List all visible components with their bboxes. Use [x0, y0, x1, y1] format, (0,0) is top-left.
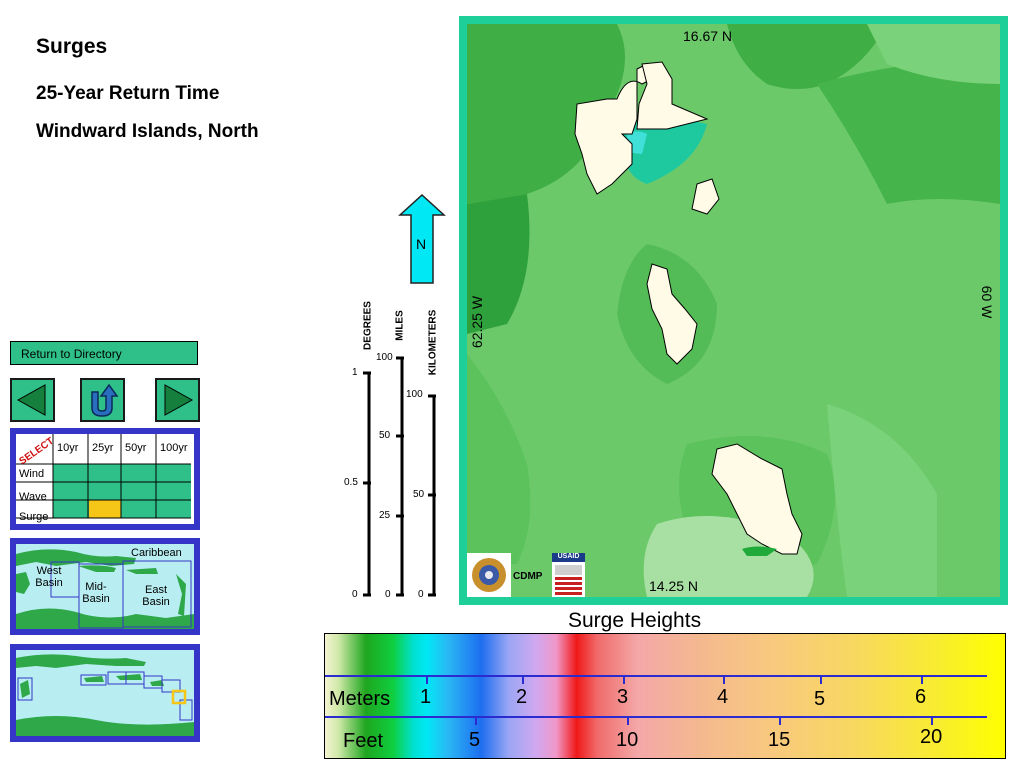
region-map[interactable]: [16, 650, 194, 736]
north-arrow-icon: [398, 193, 446, 284]
meter-value-5: 5: [814, 688, 826, 710]
caribbean-label: Caribbean: [131, 547, 182, 559]
up-button[interactable]: [80, 378, 125, 422]
north-latitude-label: 16.67 N: [683, 28, 733, 44]
degrees-tick-0-5: 0.5: [344, 477, 358, 488]
u-turn-arrow-icon: [91, 383, 119, 417]
usaid-logo-icon: USAID: [552, 553, 585, 597]
miles-scale-label: MILES: [394, 310, 406, 341]
basin-map-graphic: [16, 549, 194, 629]
north-arrow-label: N: [416, 236, 427, 252]
meter-value-4: 4: [717, 686, 729, 708]
right-triangle-icon: [164, 384, 194, 416]
return-to-directory-button[interactable]: Return to Directory: [10, 341, 198, 365]
meter-tick-2: [522, 675, 524, 684]
select-grid: SELECT 10yr 25yr 50yr 100yr Wind Wave Su…: [16, 434, 194, 524]
degrees-tick-1: 1: [352, 367, 358, 378]
meter-tick-6: [921, 675, 923, 684]
column-100yr[interactable]: 100yr: [160, 442, 188, 454]
basin-map[interactable]: Caribbean West Basin Mid-Basin East Basi…: [16, 544, 194, 629]
feet-scale-line: [325, 716, 987, 718]
east-longitude-label: 60 W: [979, 285, 995, 319]
feet-value-15: 15: [768, 729, 791, 751]
surge-map[interactable]: 16.67 N 14.25 N 62.25 W 60 W CDMP USAID: [459, 16, 1008, 605]
usaid-label: USAID: [557, 553, 580, 560]
surge-height-legend: Meters 1 2 3 4 5 6 Feet 5 10 15 20: [324, 633, 1006, 759]
meter-tick-1: [426, 675, 428, 684]
column-10yr[interactable]: 10yr: [57, 442, 79, 454]
east-basin-label: East Basin: [142, 584, 170, 608]
scale-bars-graphic: [363, 356, 436, 597]
select-panel: SELECT 10yr 25yr 50yr 100yr Wind Wave Su…: [10, 428, 200, 530]
feet-value-20: 20: [920, 726, 943, 748]
miles-tick-100: 100: [376, 352, 393, 363]
meter-tick-3: [623, 675, 625, 684]
feet-value-10: 10: [616, 729, 639, 751]
miles-scale-label-wrap: MILES: [393, 308, 407, 348]
kilometers-tick-0: 0: [418, 589, 424, 600]
next-button[interactable]: [155, 378, 200, 422]
south-latitude-label: 14.25 N: [649, 578, 699, 594]
meters-scale-line: [325, 675, 987, 677]
row-wind[interactable]: Wind: [19, 468, 45, 480]
degrees-tick-0: 0: [352, 589, 358, 600]
feet-tick-15: [779, 716, 781, 725]
kilometers-tick-50: 50: [413, 489, 425, 500]
meter-value-2: 2: [516, 686, 528, 708]
row-surge[interactable]: Surge: [19, 511, 49, 523]
usaid-logo-graphic: [552, 553, 585, 595]
meter-value-6: 6: [915, 686, 927, 708]
selected-cell[interactable]: [89, 500, 121, 518]
kilometers-tick-100: 100: [406, 389, 423, 400]
row-wave[interactable]: Wave: [19, 491, 47, 503]
oas-logo-icon: [467, 553, 511, 597]
surge-map-graphic: [467, 24, 1000, 597]
region-map-graphic: [16, 654, 194, 736]
west-longitude-label: 62.25 W: [469, 295, 485, 349]
miles-tick-25: 25: [379, 510, 391, 521]
select-grid-lines: [16, 434, 191, 519]
mid-basin-label: Mid-Basin: [82, 581, 110, 605]
degrees-scale-label-wrap: DEGREES: [361, 298, 375, 358]
meter-tick-5: [820, 675, 822, 684]
miles-tick-0: 0: [385, 589, 391, 600]
meters-label: Meters: [329, 688, 391, 710]
feet-tick-20: [931, 716, 933, 725]
feet-tick-5: [475, 716, 477, 725]
left-triangle-icon: [16, 384, 46, 416]
feet-label: Feet: [343, 730, 384, 752]
feet-tick-10: [627, 716, 629, 725]
miles-tick-50: 50: [379, 430, 391, 441]
meter-tick-4: [723, 675, 725, 684]
column-25yr[interactable]: 25yr: [92, 442, 114, 454]
west-basin-label: West Basin: [35, 565, 63, 589]
selected-region-marker[interactable]: [171, 689, 187, 705]
region-map-panel[interactable]: [10, 644, 200, 742]
basin-map-panel[interactable]: Caribbean West Basin Mid-Basin East Basi…: [10, 538, 200, 635]
feet-value-5: 5: [469, 729, 481, 751]
legend-title: Surge Heights: [568, 609, 702, 632]
previous-button[interactable]: [10, 378, 55, 422]
meter-value-3: 3: [617, 686, 629, 708]
page-title: Surges: [36, 35, 108, 58]
page-subtitle: 25-Year Return Time: [36, 83, 220, 104]
region-title: Windward Islands, North: [36, 121, 259, 142]
cdmp-label: CDMP: [513, 571, 543, 582]
meter-value-1: 1: [420, 686, 432, 708]
column-50yr[interactable]: 50yr: [125, 442, 147, 454]
degrees-scale-label: DEGREES: [362, 301, 374, 350]
